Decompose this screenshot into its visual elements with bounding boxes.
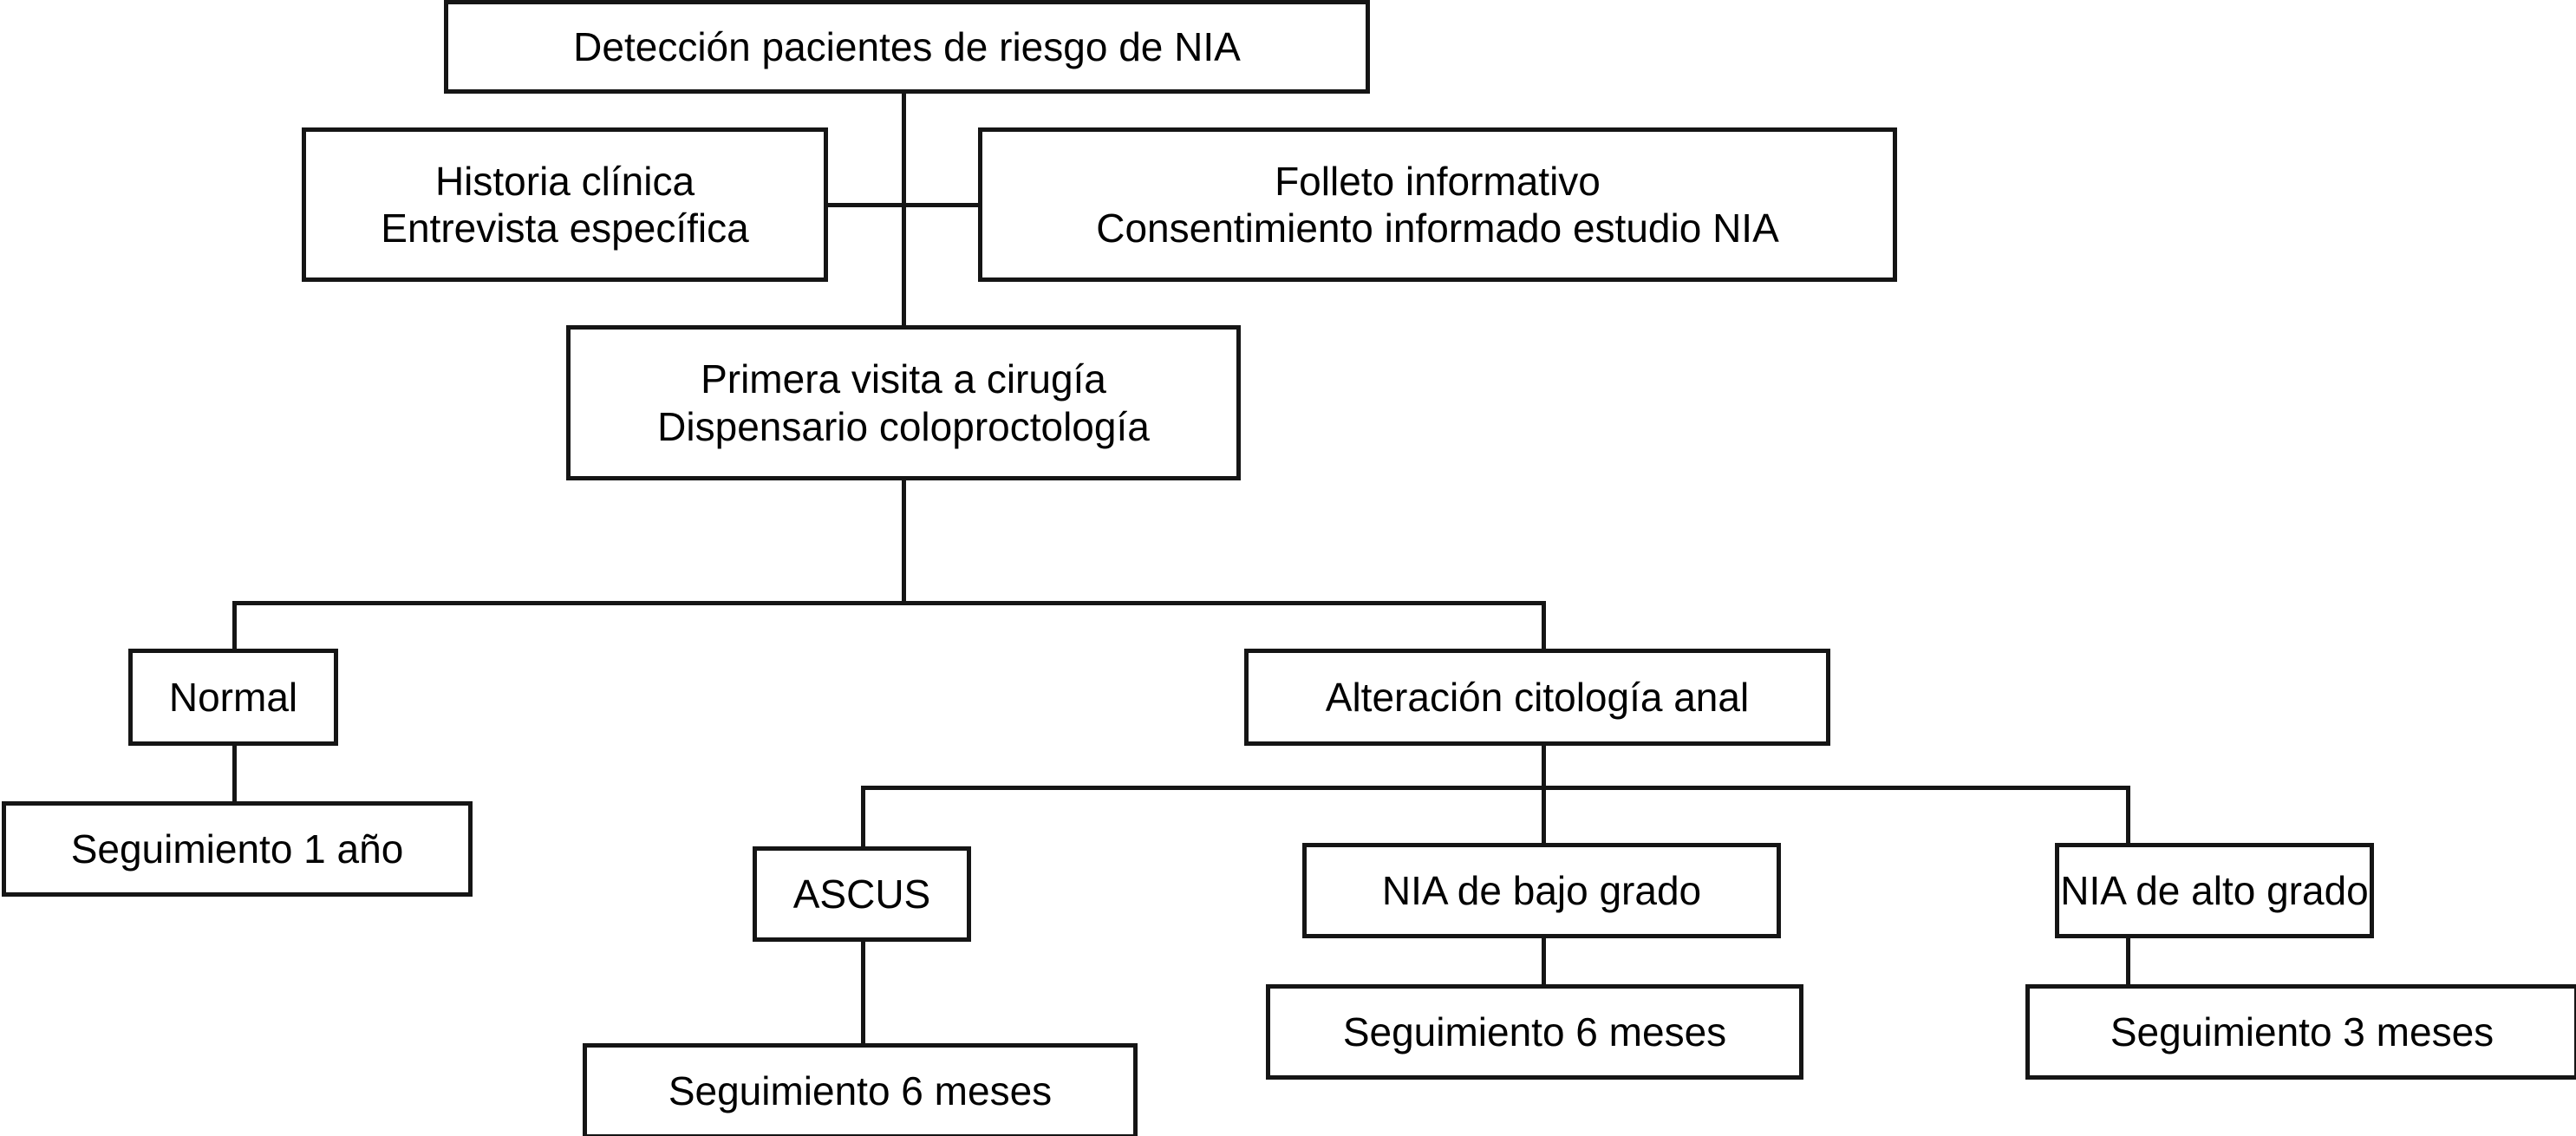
node-folleto-line1: Folleto informativo (1275, 158, 1601, 204)
node-nia-alto-label: NIA de alto grado (2060, 867, 2369, 913)
node-nia-alto-seguimiento-label: Seguimiento 3 meses (2110, 1009, 2494, 1054)
node-nia-bajo-seguimiento-label: Seguimiento 6 meses (1342, 1009, 1727, 1054)
node-primera-visita[interactable]: Primera visita a cirugía Dispensario col… (566, 325, 1241, 480)
node-historia-line1: Historia clínica (434, 158, 695, 204)
connector-primera-to-split1 (902, 480, 906, 605)
split-bus-cytology (232, 601, 1546, 605)
node-nia-bajo-label: NIA de bajo grado (1381, 867, 1702, 913)
node-historia-line2: Entrevista específica (381, 206, 749, 251)
node-folleto-line2: Consentimiento informado estudio NIA (1096, 206, 1779, 251)
node-ascus-seguimiento[interactable]: Seguimiento 6 meses (583, 1043, 1138, 1136)
node-ascus-seguimiento-label: Seguimiento 6 meses (668, 1067, 1053, 1113)
node-nia-alto-grado[interactable]: NIA de alto grado (2055, 843, 2374, 938)
node-historia-clinica[interactable]: Historia clínica Entrevista específica (302, 127, 828, 282)
connector-historia-to-spine (825, 203, 905, 207)
node-root[interactable]: Detección pacientes de riesgo de NIA (444, 0, 1370, 94)
connector-split2-to-ascus (861, 786, 865, 848)
connector-split2-to-nia-alto (2126, 786, 2130, 845)
connector-nia-bajo-to-seguimiento (1542, 935, 1546, 987)
connector-root-to-primera (902, 91, 906, 326)
connector-ascus-to-seguimiento (861, 939, 865, 1045)
connector-normal-to-seguimiento (232, 744, 237, 803)
connector-alteracion-to-split2 (1542, 744, 1546, 789)
connector-spine-to-folleto (902, 203, 981, 207)
node-ascus[interactable]: ASCUS (753, 846, 971, 942)
node-normal-label: Normal (168, 674, 298, 720)
node-nia-alto-seguimiento[interactable]: Seguimiento 3 meses (2025, 984, 2576, 1080)
node-seguimiento-1-ano-label: Seguimiento 1 año (70, 826, 404, 872)
node-alteracion-citologia[interactable]: Alteración citología anal (1244, 649, 1830, 746)
node-primera-line2: Dispensario coloproctología (657, 403, 1150, 449)
node-alteracion-label: Alteración citología anal (1325, 674, 1750, 720)
node-nia-bajo-grado[interactable]: NIA de bajo grado (1302, 843, 1781, 938)
node-normal[interactable]: Normal (128, 649, 338, 746)
connector-split2-to-nia-bajo (1542, 786, 1546, 845)
node-root-label: Detección pacientes de riesgo de NIA (573, 23, 1241, 69)
connector-split1-to-normal (232, 601, 237, 650)
split-bus-grades (861, 786, 2130, 790)
node-seguimiento-1-ano[interactable]: Seguimiento 1 año (2, 801, 473, 897)
node-primera-line1: Primera visita a cirugía (701, 356, 1106, 402)
node-nia-bajo-seguimiento[interactable]: Seguimiento 6 meses (1266, 984, 1803, 1080)
connector-nia-alto-to-seguimiento (2126, 935, 2130, 987)
node-ascus-label: ASCUS (792, 871, 931, 917)
connector-split1-to-alteracion (1542, 601, 1546, 650)
node-folleto-informativo[interactable]: Folleto informativo Consentimiento infor… (978, 127, 1897, 282)
